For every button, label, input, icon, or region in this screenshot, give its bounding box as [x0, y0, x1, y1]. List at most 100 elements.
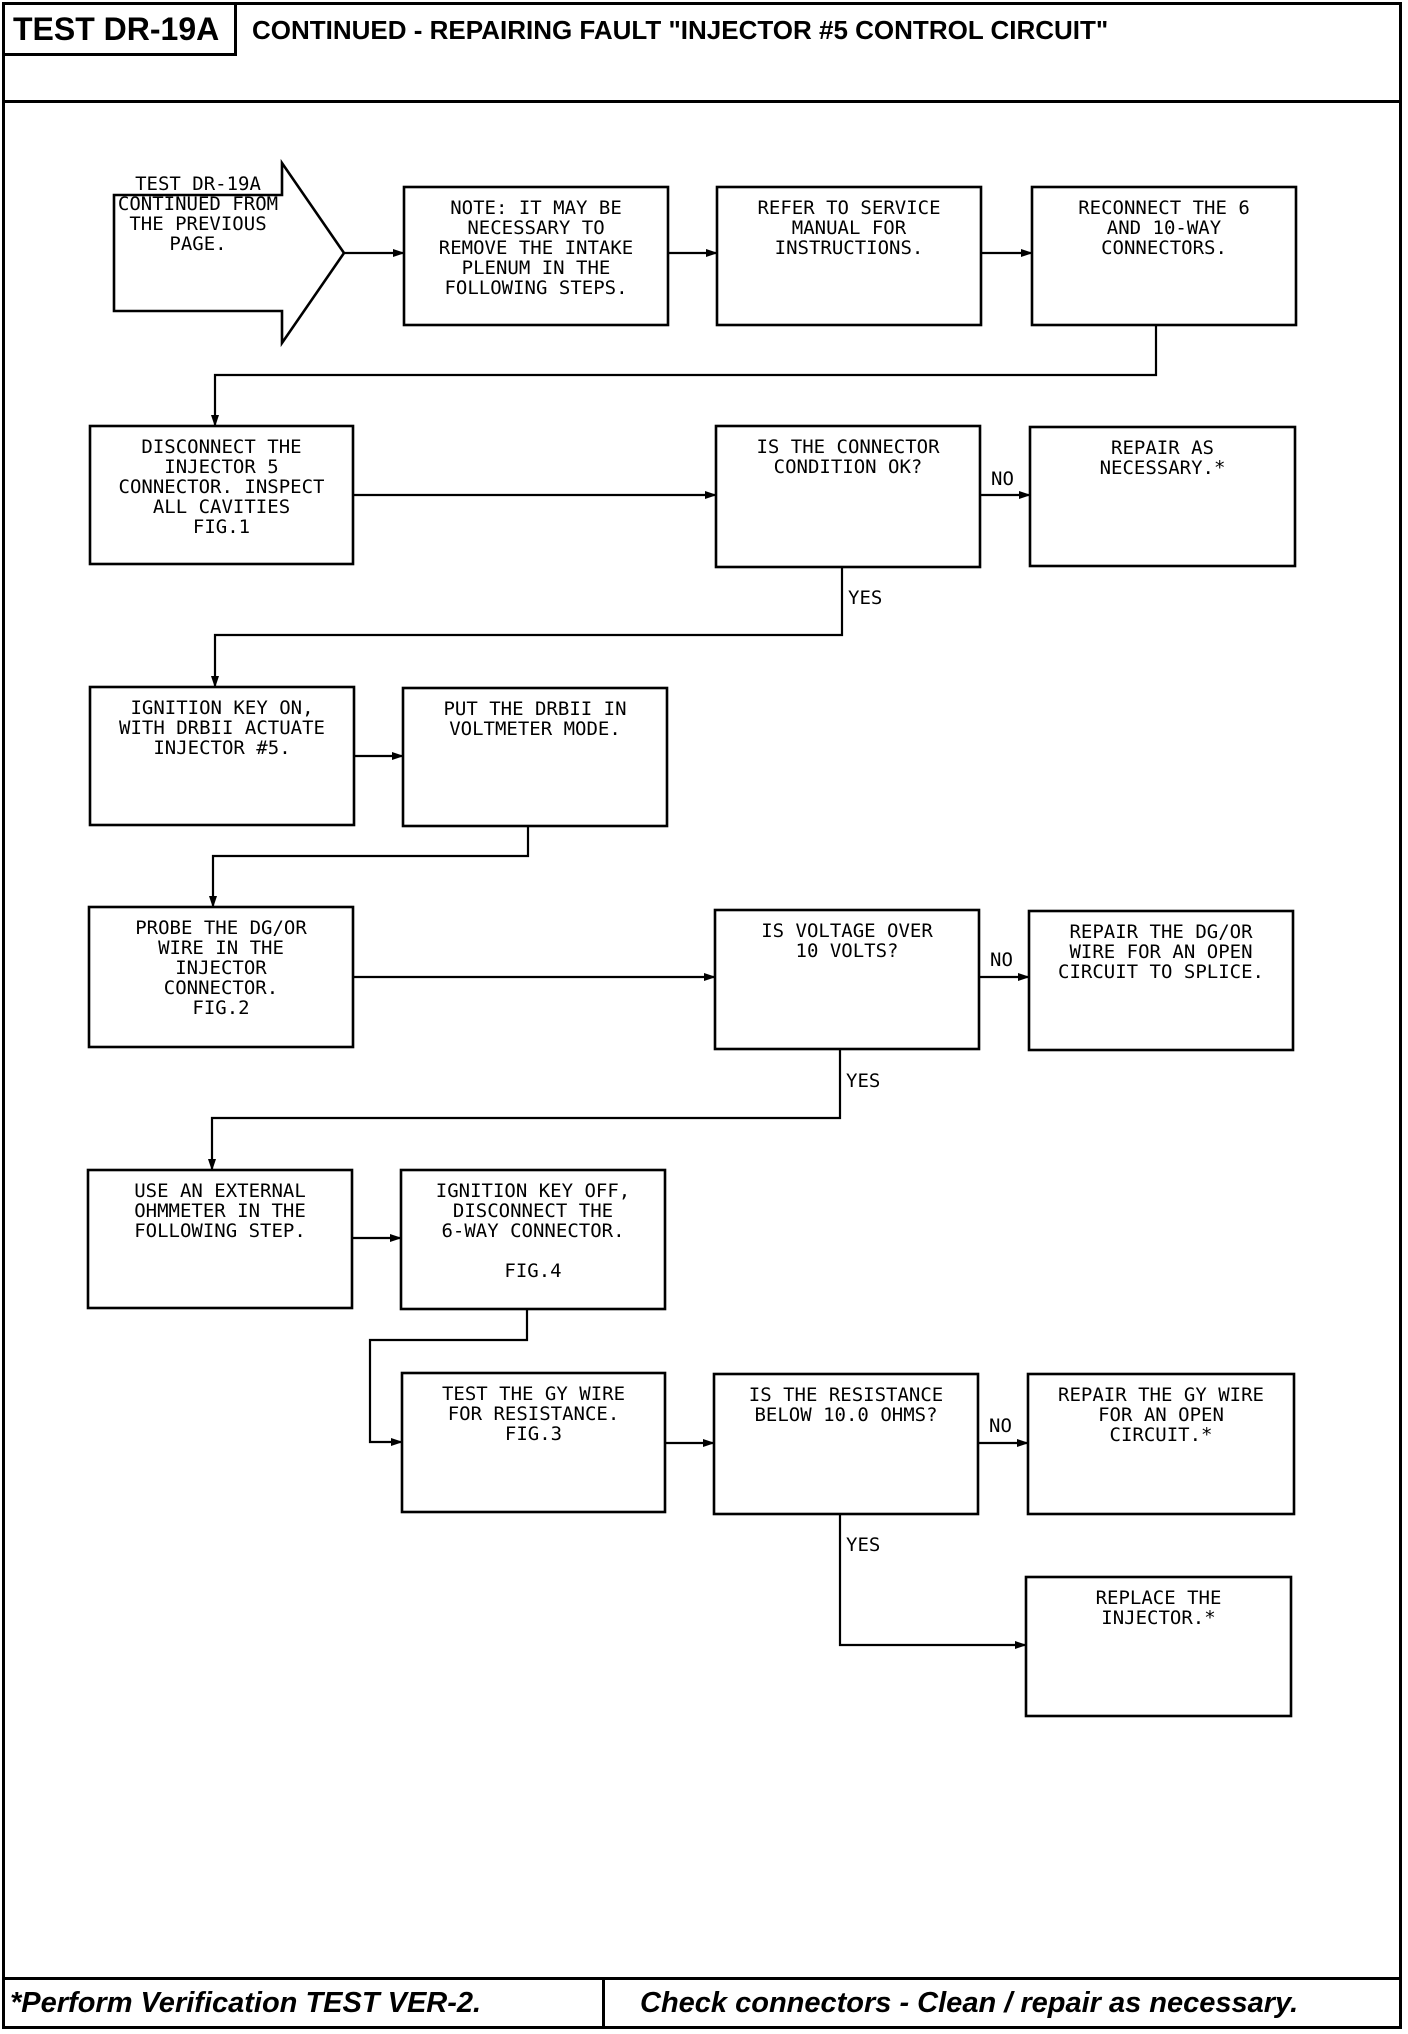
- flow-node-text: FIG.4: [504, 1260, 561, 1282]
- flow-node-text: FOLLOWING STEPS.: [444, 277, 627, 299]
- branch-label-yes: YES: [846, 1534, 880, 1556]
- flow-node-text: CONNECTOR. INSPECT: [119, 476, 325, 498]
- flow-node-text: RECONNECT THE 6: [1078, 197, 1250, 219]
- flow-node-text: NOTE: IT MAY BE: [450, 197, 622, 219]
- flow-box: [401, 686, 669, 828]
- flow-box: [713, 908, 981, 1051]
- flow-node-text: FOR AN OPEN: [1098, 1404, 1224, 1426]
- flow-node-text: 6-WAY CONNECTOR.: [441, 1220, 624, 1242]
- flow-node-text: CIRCUIT TO SPLICE.: [1058, 961, 1264, 983]
- flow-node-text: ALL CAVITIES: [153, 496, 290, 518]
- flow-node-text: FIG.1: [193, 516, 250, 538]
- flow-node-text: INSTRUCTIONS.: [775, 237, 924, 259]
- flow-node-text: NECESSARY TO: [467, 217, 604, 239]
- branch-label-yes: YES: [848, 587, 882, 609]
- branch-label-yes: YES: [846, 1070, 880, 1092]
- flow-box: [1024, 1575, 1293, 1718]
- branch-label-no: NO: [989, 1415, 1012, 1437]
- flow-node-text: WIRE FOR AN OPEN: [1069, 941, 1252, 963]
- test-id-label: TEST DR-19A: [5, 5, 237, 56]
- branch-labels: NO YES NO YES NO YES: [846, 468, 1014, 1556]
- flow-node-text: TEST THE GY WIRE: [442, 1383, 625, 1405]
- flow-node-text: INJECTOR.*: [1101, 1607, 1215, 1629]
- flow-node-text: REPAIR AS: [1111, 437, 1214, 459]
- flow-node-text: CONNECTORS.: [1101, 237, 1227, 259]
- flow-node-text: DISCONNECT THE: [453, 1200, 613, 1222]
- flow-node-text: PROBE THE DG/OR: [135, 917, 307, 939]
- flow-node-text: VOLTMETER MODE.: [449, 718, 621, 740]
- flow-node-text: BELOW 10.0 OHMS?: [754, 1404, 937, 1426]
- flow-connector: [211, 567, 844, 688]
- flow-box: [400, 1371, 667, 1514]
- flow-node-text: REFER TO SERVICE: [757, 197, 940, 219]
- flow-box: [715, 185, 983, 327]
- header-divider: [5, 100, 1400, 103]
- flow-connector: [209, 826, 530, 908]
- footer-divider: [5, 1977, 1400, 1980]
- flow-node-text: AND 10-WAY: [1107, 217, 1222, 239]
- flow-node-text: REPAIR THE DG/OR: [1069, 921, 1253, 943]
- flow-node-text: PAGE.: [169, 233, 226, 255]
- footer-column-divider: [602, 1980, 605, 2026]
- verification-note: *Perform Verification TEST VER-2.: [10, 1987, 482, 2019]
- flow-box: [1030, 185, 1298, 327]
- flow-node-text: INJECTOR 5: [164, 456, 278, 478]
- flow-node-text: IS THE RESISTANCE: [749, 1384, 943, 1406]
- flow-node-text: 10 VOLTS?: [796, 940, 899, 962]
- flow-node-text: INJECTOR: [175, 957, 267, 979]
- flow-node-text: FOR RESISTANCE.: [448, 1403, 620, 1425]
- flow-connector: [208, 1049, 842, 1171]
- flow-box: [87, 905, 355, 1049]
- flow-box: [1026, 1372, 1296, 1516]
- flow-node-ignition-on: IGNITION KEY ON,WITH DRBII ACTUATEINJECT…: [88, 685, 356, 827]
- flow-node-text: MANUAL FOR: [792, 217, 907, 239]
- flow-node-text: REMOVE THE INTAKE: [439, 237, 633, 259]
- branch-label-no: NO: [990, 949, 1013, 971]
- flow-node-text: PUT THE DRBII IN: [443, 698, 626, 720]
- branch-label-no: NO: [991, 468, 1014, 490]
- flow-node-text: WITH DRBII ACTUATE: [119, 717, 325, 739]
- flow-box: [399, 1168, 667, 1311]
- flow-node-text: INJECTOR #5.: [153, 737, 290, 759]
- flow-node-text: OHMMETER IN THE: [134, 1200, 306, 1222]
- flow-node-text: REPLACE THE: [1096, 1587, 1222, 1609]
- flow-node-text: CONNECTOR.: [164, 977, 278, 999]
- flow-node-text: IS VOLTAGE OVER: [761, 920, 933, 942]
- connector-note: Check connectors - Clean / repair as nec…: [640, 1987, 1299, 2019]
- flow-connectors: [208, 249, 1158, 1649]
- start-arrow-shape: [112, 158, 346, 348]
- flow-node-text: CONTINUED FROM: [118, 193, 278, 215]
- flow-box: [1028, 425, 1297, 568]
- flow-box: [402, 185, 670, 327]
- flow-node-text: CIRCUIT.*: [1110, 1424, 1213, 1446]
- flow-node-text: IGNITION KEY OFF,: [436, 1180, 630, 1202]
- flow-node-text: IGNITION KEY ON,: [130, 697, 313, 719]
- flow-node-text: WIRE IN THE: [158, 937, 284, 959]
- flow-connector: [368, 1309, 529, 1446]
- flow-box: [86, 1168, 354, 1310]
- flow-box: [712, 1372, 980, 1516]
- flow-node-text: NECESSARY.*: [1100, 457, 1226, 479]
- flow-node-text: CONDITION OK?: [774, 456, 923, 478]
- flow-node-text: PLENUM IN THE: [462, 257, 611, 279]
- flow-box: [1027, 909, 1295, 1052]
